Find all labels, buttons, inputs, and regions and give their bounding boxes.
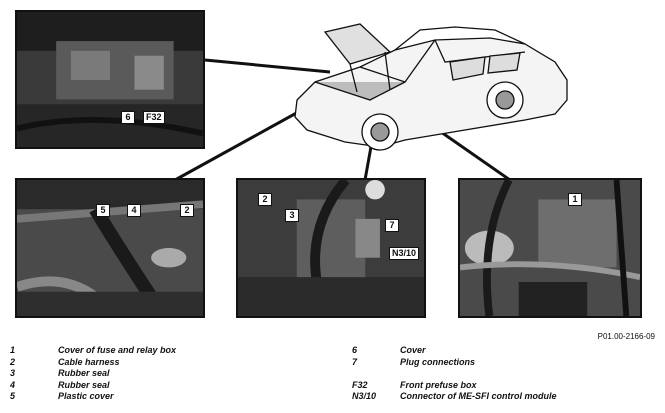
legend-row: 5 Plastic cover <box>10 391 176 403</box>
legend-number: 4 <box>10 379 16 390</box>
legend-text: Connector of ME-SFI control module <box>400 391 557 402</box>
callout-1: 1 <box>568 193 582 206</box>
legend-text: Front prefuse box <box>400 379 477 390</box>
car-illustration <box>294 23 568 151</box>
legend-number: 1 <box>10 345 16 355</box>
legend-row: 6 Cover <box>352 345 557 357</box>
legend-row: 2 Cable harness <box>10 357 176 369</box>
callout-6: 6 <box>121 111 135 124</box>
legend-row: 1 Cover of fuse and relay box <box>10 345 176 357</box>
callout-4: 4 <box>127 204 141 217</box>
legend-number: F32 <box>352 379 368 390</box>
legend-number: 6 <box>352 345 358 355</box>
legend-text: Cover <box>400 345 426 355</box>
legend-number: 2 <box>10 356 16 367</box>
legend-text: Rubber seal <box>58 368 110 379</box>
legend-text: Plug connections <box>400 356 476 367</box>
legend-number: 5 <box>10 391 16 402</box>
legend-row: 4 Rubber seal <box>10 380 176 392</box>
callout-F32: F32 <box>143 111 165 124</box>
legend-number: 7 <box>352 356 358 367</box>
callout-2: 2 <box>258 193 272 206</box>
legend-text: Cable harness <box>58 356 120 367</box>
legend-number <box>352 368 400 380</box>
photo-rubber-seals <box>15 178 205 318</box>
photo-cover <box>458 178 642 318</box>
callout-7: 7 <box>385 219 399 232</box>
callout-3: 3 <box>285 209 299 222</box>
callout-5: 5 <box>96 204 110 217</box>
legend-row: N3/10 Connector of ME-SFI control module <box>352 391 557 403</box>
legend-left: 1 Cover of fuse and relay box 2 Cable harn… <box>10 345 176 403</box>
legend-row: 7 Plug connections <box>352 357 557 369</box>
legend-number: 3 <box>10 368 16 379</box>
legend-text: Rubber seal <box>58 379 110 390</box>
legend-row: 3 Rubber seal <box>10 368 176 380</box>
legend-row <box>352 368 557 380</box>
legend-text: Cover of fuse and relay box <box>58 345 177 355</box>
legend-right: 6 Cover 7 Plug connections F32 Front prefus… <box>352 345 557 403</box>
legend-text: Plastic cover <box>58 391 114 402</box>
photo-fuse-box <box>15 10 205 149</box>
callout-2: 2 <box>180 204 194 217</box>
callout-N3-10: N3/10 <box>389 247 420 260</box>
legend-row: F32 Front prefuse box <box>352 380 557 392</box>
document-reference: P01.00-2166-09 <box>597 332 655 341</box>
legend-number: N3/10 <box>352 391 377 402</box>
